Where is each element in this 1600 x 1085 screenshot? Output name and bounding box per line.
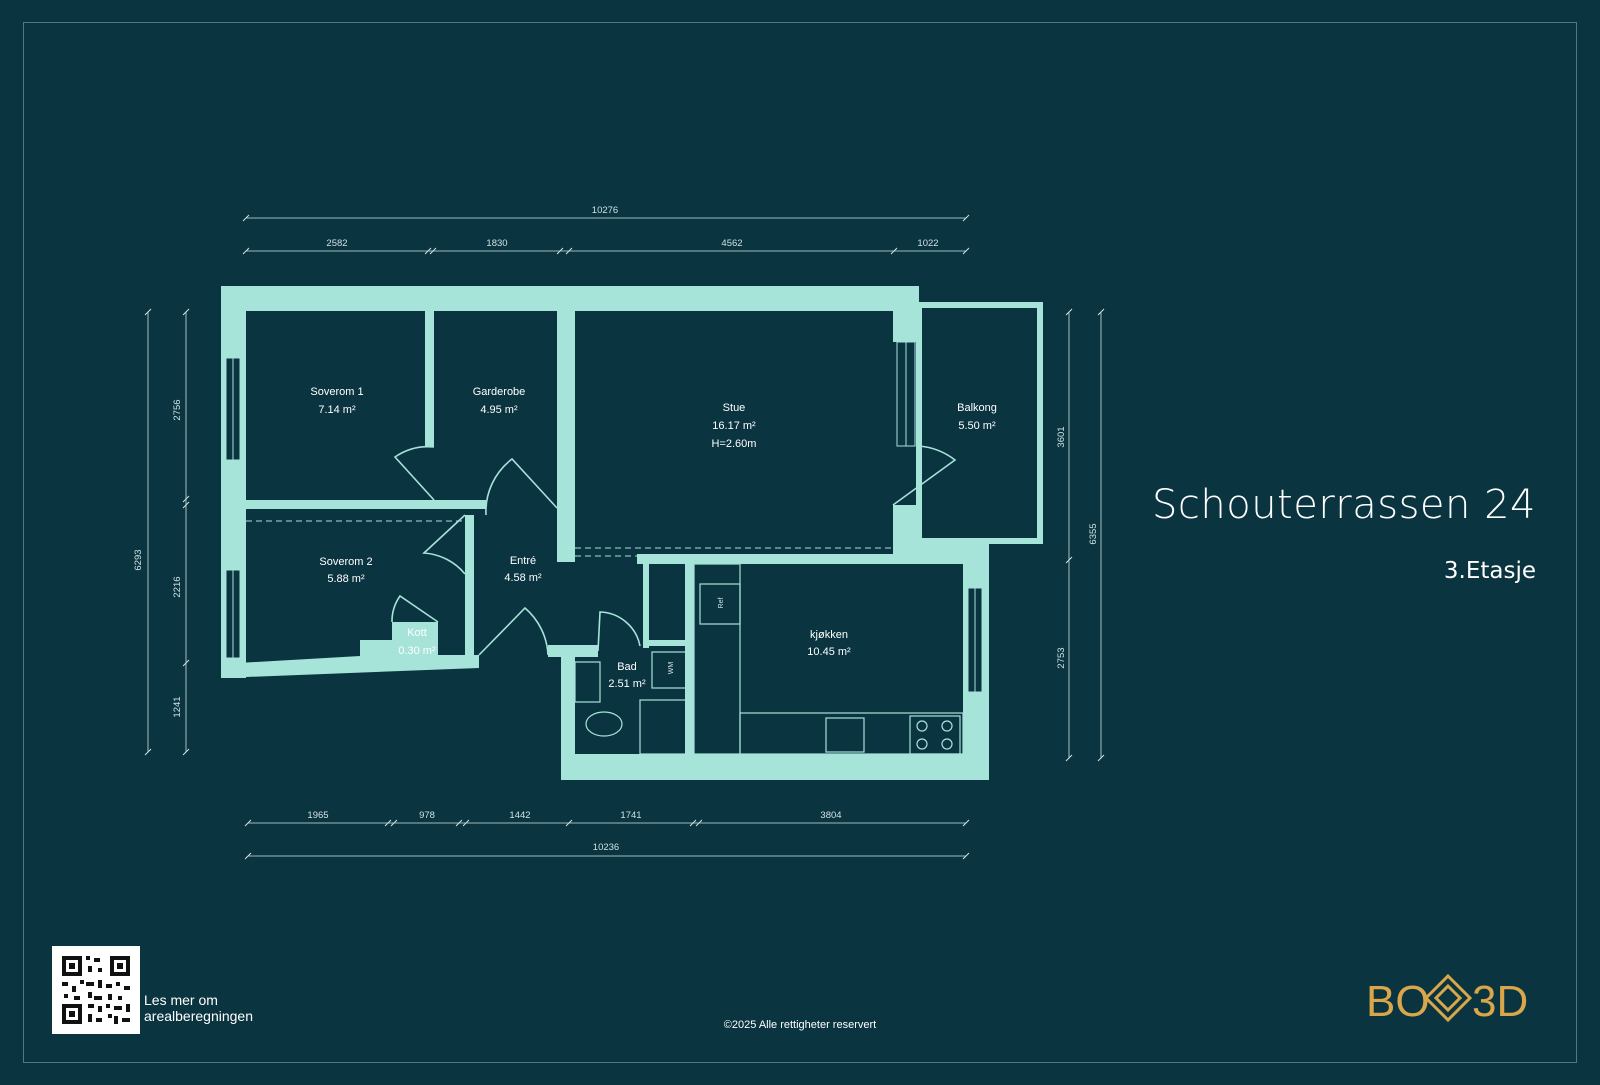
dim-left-total: 6293 bbox=[133, 549, 144, 570]
qr-caption-line1: Les mer om bbox=[144, 992, 218, 1008]
dim-bottom-segment: 978 bbox=[419, 810, 435, 821]
washing-machine bbox=[651, 651, 693, 689]
sink bbox=[825, 717, 865, 753]
logo-text-right: 3D bbox=[1472, 977, 1528, 1022]
shower bbox=[639, 699, 694, 755]
dim-left-segment: 2756 bbox=[172, 399, 183, 420]
dim-bottom-segment: 1965 bbox=[307, 810, 328, 821]
room-area: 5.50 m² bbox=[958, 420, 996, 432]
room-area: 2.51 m² bbox=[608, 678, 646, 690]
dim-top-total: 10276 bbox=[592, 205, 618, 216]
qr-caption-line2: arealberegningen bbox=[144, 1008, 253, 1024]
qr-code-icon bbox=[62, 956, 130, 1024]
dimension-ticks bbox=[144, 214, 1105, 860]
qr-code[interactable] bbox=[52, 946, 140, 1034]
dim-bottom-segment: 3804 bbox=[820, 810, 841, 821]
dim-top-segment: 2582 bbox=[326, 238, 347, 249]
walls bbox=[221, 286, 989, 780]
balcony-railing bbox=[916, 302, 1043, 544]
fridge bbox=[699, 583, 741, 625]
room-labels: Soverom 1 7.14 m² Garderobe 4.95 m² Stue… bbox=[310, 386, 996, 690]
room-name: Kott bbox=[407, 627, 427, 639]
qr-caption: Les mer om arealberegningen bbox=[144, 992, 253, 1024]
bath-sink bbox=[574, 661, 601, 703]
kitchen-counter-left bbox=[693, 563, 741, 755]
area-boundaries bbox=[246, 520, 893, 557]
room-height: H=2.60m bbox=[712, 438, 757, 450]
room-area: 16.17 m² bbox=[712, 420, 756, 432]
room-name: kjøkken bbox=[810, 629, 848, 641]
room-area: 10.45 m² bbox=[807, 646, 851, 658]
dim-top-segment: 1830 bbox=[486, 238, 507, 249]
cooktop bbox=[909, 715, 961, 755]
dimension-lines bbox=[147, 217, 1102, 857]
dim-right-segment: 3601 bbox=[1056, 426, 1067, 447]
room-area: 4.58 m² bbox=[504, 572, 542, 584]
room-name: Stue bbox=[723, 402, 746, 414]
dim-right-total: 6355 bbox=[1088, 523, 1099, 544]
fixtures bbox=[574, 563, 964, 755]
dim-bottom-segment: 1741 bbox=[620, 810, 641, 821]
toilet bbox=[585, 711, 623, 737]
room-name: Bad bbox=[617, 661, 637, 673]
dim-bottom-segment: 1442 bbox=[509, 810, 530, 821]
room-name: Balkong bbox=[957, 402, 997, 414]
room-name: Soverom 2 bbox=[319, 556, 372, 568]
diamond-icon bbox=[1423, 974, 1473, 1022]
kitchen-counter-bottom bbox=[739, 712, 964, 755]
dimension-labels: 10276 2582 1830 4562 1022 1965 978 1442 … bbox=[133, 205, 1099, 853]
dim-left-segment: 1241 bbox=[172, 696, 183, 717]
bo3d-logo: BO 3D bbox=[1366, 974, 1528, 1022]
dim-right-segment: 2753 bbox=[1056, 647, 1067, 668]
room-area: 5.88 m² bbox=[327, 573, 365, 585]
sheet-border bbox=[23, 22, 1577, 1063]
copyright-text: ©2025 Alle rettigheter reservert bbox=[723, 1019, 877, 1031]
window-mullions bbox=[232, 342, 976, 692]
room-area: 4.95 m² bbox=[480, 404, 518, 416]
room-name: Soverom 1 bbox=[310, 386, 363, 398]
dim-top-segment: 4562 bbox=[721, 238, 742, 249]
washer-label: WM bbox=[668, 662, 675, 675]
room-name: Entré bbox=[510, 555, 536, 567]
room-name: Garderobe bbox=[473, 386, 526, 398]
doors bbox=[391, 445, 957, 656]
floor-label: 3.Etasje bbox=[1443, 558, 1536, 584]
room-area: 7.14 m² bbox=[318, 404, 356, 416]
dim-top-segment: 1022 bbox=[917, 238, 938, 249]
room-area: 0.30 m² bbox=[398, 645, 436, 657]
dim-bottom-total: 10236 bbox=[593, 842, 619, 853]
logo-text-left: BO bbox=[1366, 977, 1430, 1022]
fridge-label: Ref bbox=[718, 598, 725, 609]
dim-left-segment: 2216 bbox=[172, 576, 183, 597]
address-title: Schouterrassen 24 bbox=[1151, 482, 1536, 528]
